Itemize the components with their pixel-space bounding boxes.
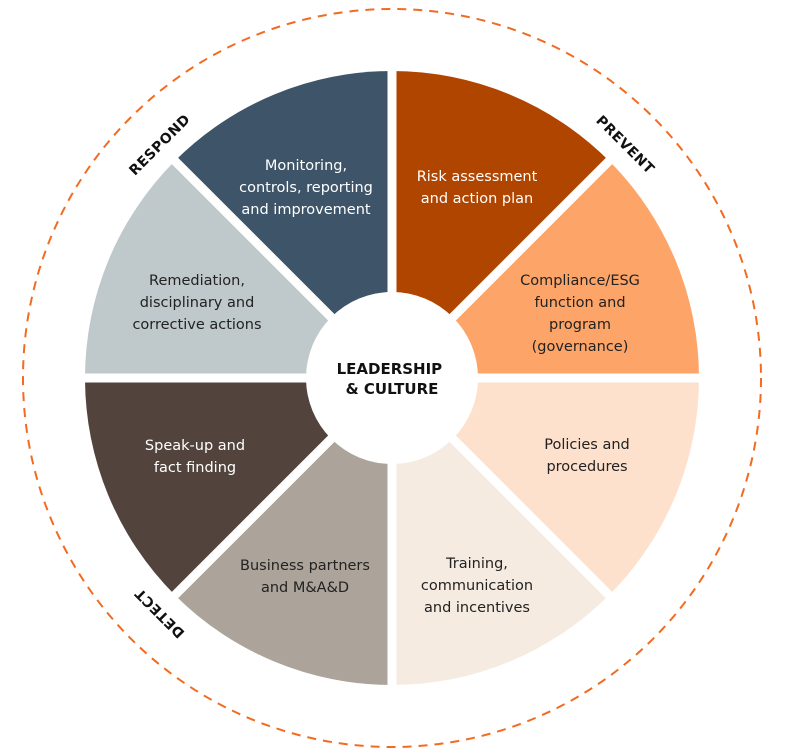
segment-label-line: (governance) — [532, 339, 629, 355]
segment-label-line: Risk assessment — [417, 169, 538, 185]
segment-label-training: Training, communication and incentives — [421, 556, 533, 616]
segment-label-line: Policies and — [544, 437, 630, 453]
segment-label-line: fact finding — [154, 460, 236, 476]
segment-label-line: Remediation, — [149, 273, 245, 289]
segment-label-line: corrective actions — [132, 317, 261, 333]
segment-policies — [392, 378, 699, 596]
segment-label-line: controls, reporting — [239, 180, 373, 196]
segment-compliance-function — [392, 160, 699, 378]
center-line-2: & CULTURE — [346, 380, 439, 398]
segment-label-remediation: Remediation, disciplinary and corrective a… — [132, 273, 261, 333]
segments — [85, 71, 699, 685]
segment-label-line: and action plan — [421, 191, 533, 207]
segment-label-line: Compliance/ESG — [520, 273, 640, 289]
segment-label-monitoring: Monitoring, controls, reporting and improv… — [239, 158, 373, 218]
segment-label-line: procedures — [546, 459, 627, 475]
segment-label-line: and incentives — [424, 600, 530, 616]
segment-label-line: and M&A&D — [261, 580, 349, 596]
segment-label-line: program — [549, 317, 611, 333]
segment-label-line: disciplinary and — [140, 295, 255, 311]
segment-label-line: Training, — [445, 556, 508, 572]
center-line-1: LEADERSHIP — [337, 360, 443, 378]
segment-label-speak-up: Speak-up and fact finding — [145, 438, 245, 476]
segment-label-line: communication — [421, 578, 533, 594]
segment-label-line: Speak-up and — [145, 438, 245, 454]
segment-risk-assessment — [392, 71, 610, 378]
segment-label-line: function and — [534, 295, 625, 311]
segment-label-line: Business partners — [240, 558, 370, 574]
segment-label-line: and improvement — [241, 202, 370, 218]
segment-business-partners — [174, 378, 392, 685]
segment-speak-up — [85, 378, 392, 596]
outer-dashed-circle — [22, 8, 762, 748]
segment-monitoring — [174, 71, 392, 378]
segment-remediation — [85, 160, 392, 378]
center-circle — [306, 292, 478, 464]
segment-label-line: Monitoring, — [265, 158, 347, 174]
center-label: LEADERSHIP & CULTURE — [337, 360, 448, 398]
segment-label-policies: Policies and procedures — [544, 437, 630, 475]
segment-label-compliance-function: Compliance/ESG function and program (govern… — [520, 273, 640, 355]
segment-label-business-partners: Business partners and M&A&D — [240, 558, 370, 596]
segment-label-risk-assessment: Risk assessment and action plan — [417, 169, 538, 207]
segment-training — [392, 378, 610, 685]
